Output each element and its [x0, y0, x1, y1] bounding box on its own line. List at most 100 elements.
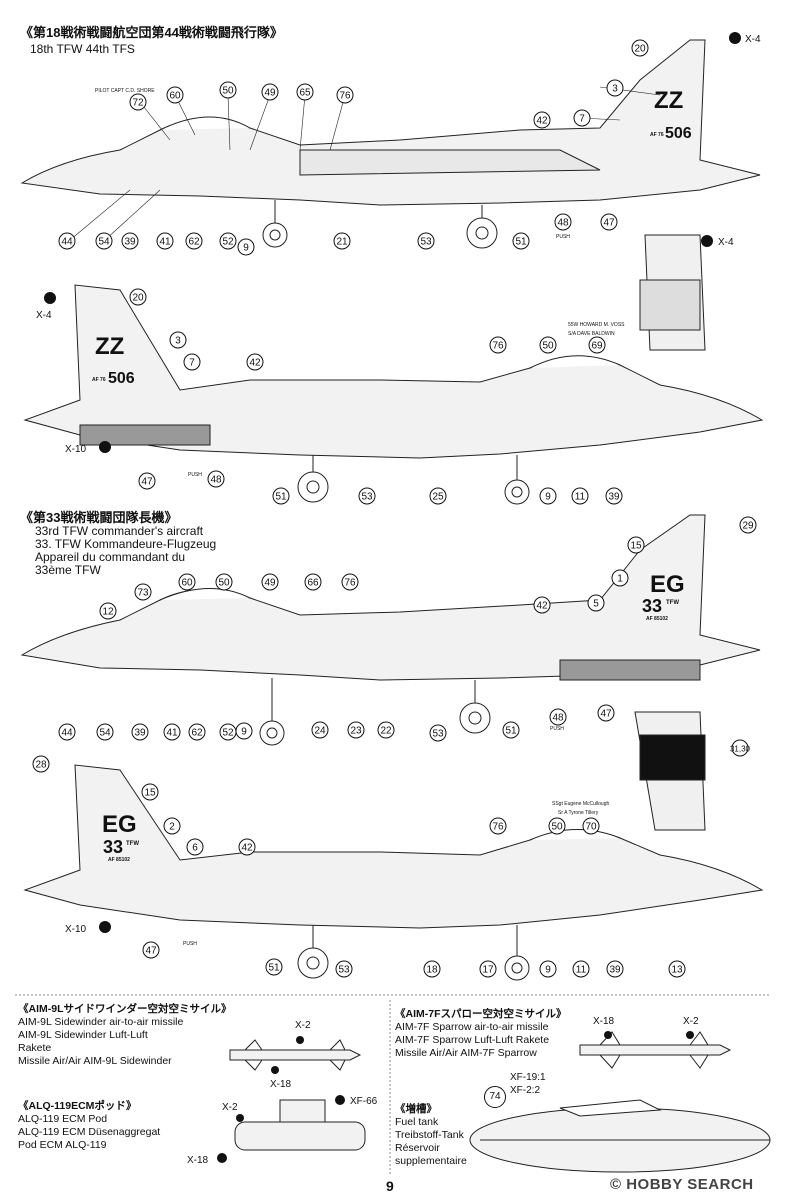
- callout-number: 62: [191, 728, 203, 739]
- tank-section: 《増槽》 Fuel tank Treibstoff-Tank Réservoir…: [395, 1103, 495, 1168]
- callout-circle: [554, 213, 572, 231]
- callout-circle: [668, 960, 686, 978]
- callout-number: 42: [241, 843, 253, 854]
- callout-circle: [141, 783, 159, 801]
- aim9-line-3: Rakete: [18, 1042, 52, 1054]
- push-label-3: PUSH: [550, 726, 564, 732]
- section3-title-jp: 《第33戦術戦闘団隊長機》: [20, 510, 178, 525]
- callout-number: 60: [181, 578, 193, 589]
- aim7-line-2: AIM-7F Sparrow Luft-Luft Rakete: [395, 1034, 550, 1046]
- aim9-line-4: Missile Air/Air AIM-9L Sidewinder: [18, 1055, 172, 1067]
- callout-circle: [587, 594, 605, 612]
- callout-circle: [429, 724, 447, 742]
- fin-detail-1: [639, 234, 706, 351]
- callout-circle: [423, 960, 441, 978]
- callout-circle: [333, 232, 351, 250]
- aircraft-2-right-side: [23, 284, 764, 505]
- callout-circle: [539, 487, 557, 505]
- callout-circle: [246, 353, 264, 371]
- callout-circle: [188, 723, 206, 741]
- aim7-ref-x2: X-2: [683, 1016, 699, 1027]
- callout-circle: [358, 487, 376, 505]
- alq-title: 《ALQ-119ECMポッド》: [18, 1100, 137, 1112]
- alq-ref-x2: X-2: [222, 1102, 238, 1113]
- callout-number: 41: [166, 728, 178, 739]
- callout-number: 42: [536, 116, 548, 127]
- callout-circle: [185, 232, 203, 250]
- aim9-line-2: AIM-9L Sidewinder Luft-Luft: [18, 1029, 148, 1041]
- xf-ref-1: X-4: [745, 34, 761, 45]
- callout-number: 69: [591, 341, 603, 352]
- callout-circle: [549, 708, 567, 726]
- aim9-drawing: [229, 1039, 362, 1071]
- aim9-ref-x18: X-18: [270, 1079, 292, 1090]
- crew-name-2a: 55W HOWARD M. VOSS: [568, 322, 625, 328]
- callout-circle: [502, 721, 520, 739]
- callout-number: 41: [159, 237, 171, 248]
- callout-number: 42: [249, 358, 261, 369]
- callout-number: 18: [426, 965, 438, 976]
- crew-name-2b: S/A DAVE BALDWIN: [568, 331, 615, 337]
- callout-circle: [237, 238, 255, 256]
- callout-circle: [731, 739, 749, 757]
- callout-circle: [341, 573, 359, 591]
- section3-title-fr1: Appareil du commandant du: [35, 550, 186, 564]
- aim9-line-1: AIM-9L Sidewinder air-to-air missile: [18, 1016, 184, 1028]
- callout-circle: [533, 596, 551, 614]
- callout-circle: [163, 723, 181, 741]
- callout-circle: [96, 723, 114, 741]
- section1-pilot-text: PILOT CAPT C.D. SHORE: [95, 88, 155, 94]
- serial-3: AF 85102: [646, 616, 668, 622]
- callout-circle: [129, 93, 147, 111]
- callout-circle: [347, 721, 365, 739]
- aim9-title: 《AIM-9Lサイドワインダー空対空ミサイル》: [18, 1003, 232, 1015]
- callout-circle: [296, 83, 314, 101]
- callout-number: 47: [603, 218, 615, 229]
- callout-number: 11: [576, 965, 587, 976]
- alq-line-2: ALQ-119 ECM Düsenaggregat: [18, 1126, 161, 1138]
- callout-circle: [631, 39, 649, 57]
- aim7-line-3: Missile Air/Air AIM-7F Sparrow: [395, 1047, 537, 1059]
- callout-circle: [186, 838, 204, 856]
- callout-number: 51: [505, 726, 517, 737]
- section3-title-en1: 33rd TFW commander's aircraft: [35, 524, 204, 538]
- callout-circle: [142, 941, 160, 959]
- callout-circle: [121, 232, 139, 250]
- callout-number: 29: [742, 521, 754, 532]
- callout-number: 25: [432, 492, 444, 503]
- callout-number: 7: [579, 114, 585, 125]
- tank-title: 《増槽》: [395, 1103, 437, 1115]
- callout-number: 53: [432, 729, 444, 740]
- callout-number: 5: [593, 599, 599, 610]
- tank-line-3: Réservoir: [395, 1142, 440, 1154]
- callout-number: 9: [241, 727, 247, 738]
- fin-detail-2: [634, 711, 706, 831]
- tail-code-1: ZZ: [654, 87, 683, 114]
- push-label-4: PUSH: [183, 941, 197, 947]
- serial-2: 506: [108, 370, 135, 387]
- callout-circle: [336, 86, 354, 104]
- serial-1: 506: [665, 125, 692, 142]
- callout-circle: [606, 960, 624, 978]
- callout-number: 39: [608, 492, 620, 503]
- callout-circle: [129, 288, 147, 306]
- callout-number: 70: [585, 822, 597, 833]
- tfw-label-3: TFW: [666, 600, 679, 606]
- alq-section: 《ALQ-119ECMポッド》 ALQ-119 ECM Pod ALQ-119 …: [18, 1100, 218, 1152]
- callout-number: 1: [617, 574, 623, 585]
- aircraft-3-left-side: [20, 514, 761, 746]
- callout-number: 23: [350, 726, 362, 737]
- callout-number: 3: [175, 336, 181, 347]
- callout-number: 51: [515, 237, 527, 248]
- callout-circle: [178, 573, 196, 591]
- callout-number: 9: [243, 243, 249, 254]
- callout-circle: [533, 111, 551, 129]
- af-text-2: AF 76: [92, 377, 106, 383]
- callout-number: 44: [61, 237, 73, 248]
- aircraft-4-right-side: [23, 764, 764, 981]
- alq-ref-xf66: XF-66: [350, 1096, 378, 1107]
- callout-number: 12: [102, 607, 114, 618]
- callout-circle: [311, 721, 329, 739]
- callout-circle: [58, 723, 76, 741]
- tail-code-2: ZZ: [95, 333, 124, 360]
